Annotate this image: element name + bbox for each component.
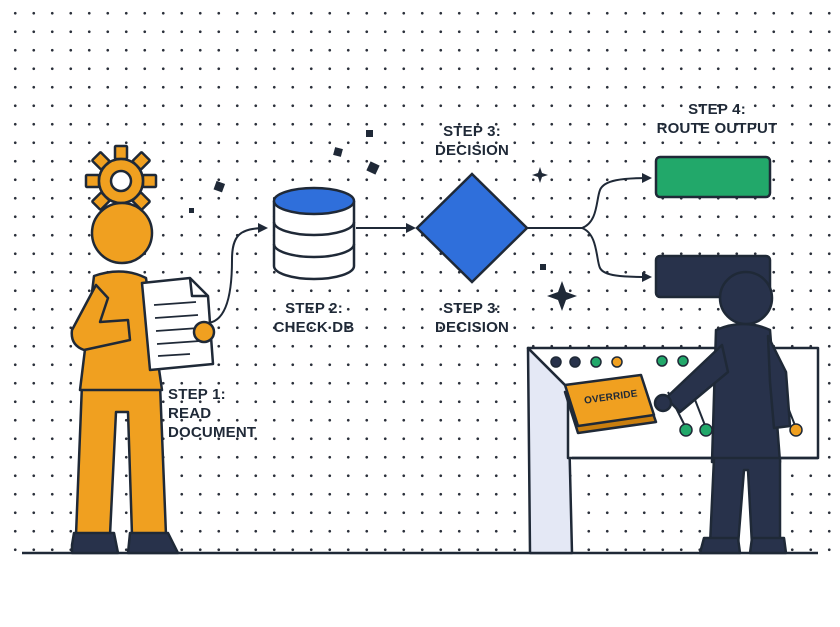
step2-label: STEP 2: CHECK DB — [264, 299, 364, 337]
decision-diamond — [415, 172, 529, 284]
step3-bottom-text: DECISION — [434, 319, 510, 336]
step3-top-title: STEP 3: — [443, 123, 501, 140]
sparkle-icon — [547, 281, 577, 311]
override-button[interactable] — [563, 373, 658, 435]
sparkle-icon — [532, 167, 548, 183]
console-indicator-lights — [550, 355, 689, 368]
worker-figure — [70, 144, 216, 555]
step2-title: STEP 2: — [285, 300, 343, 317]
step4-text: ROUTE OUTPUT — [656, 120, 778, 137]
output-box-green — [654, 155, 772, 199]
step3-top-label: STEP 3: DECISION — [422, 122, 522, 160]
step3-bottom-label: STEP 3: DECISION — [422, 299, 522, 337]
flow-connector — [581, 227, 652, 282]
step1-title: STEP 1: — [168, 386, 226, 403]
step3-top-text: DECISION — [434, 142, 510, 159]
step4-title: STEP 4: — [688, 101, 746, 118]
flow-connector — [205, 223, 268, 324]
decorative-confetti — [189, 130, 546, 270]
step2-text: CHECK DB — [273, 319, 355, 336]
step1-text-line1: READ — [168, 405, 212, 422]
operator-figure — [653, 270, 792, 555]
database-icon — [272, 186, 356, 281]
step3-bottom-title: STEP 3: — [443, 300, 501, 317]
step1-label: STEP 1: READ DOCUMENT — [168, 385, 256, 442]
step1-text-line2: DOCUMENT — [168, 424, 257, 441]
step4-label: STEP 4: ROUTE OUTPUT — [644, 100, 790, 138]
flow-connector — [581, 173, 652, 229]
